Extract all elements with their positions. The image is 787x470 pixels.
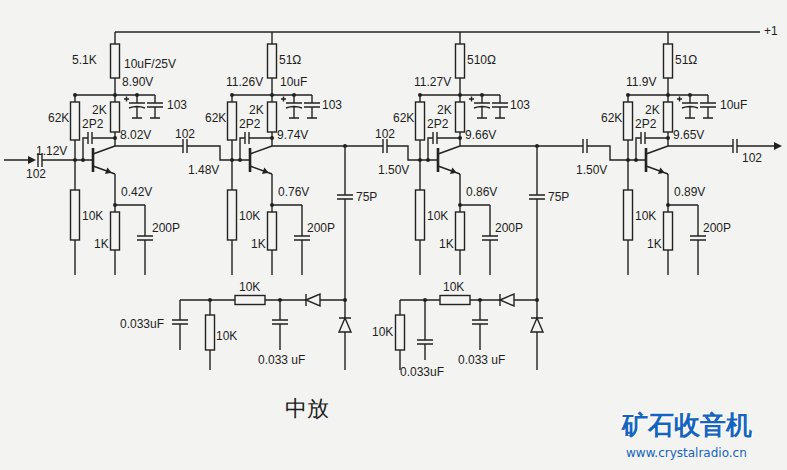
amplifier-stage (624, 32, 717, 275)
component-value: 10K (372, 326, 393, 338)
component-value: +1 (764, 25, 778, 37)
component-value: 0.86V (466, 186, 497, 198)
component-value: 2K (249, 104, 264, 116)
component-value: 200P (307, 222, 335, 234)
component-value: 1.48V (188, 164, 219, 176)
component-value: 1.50V (576, 164, 607, 176)
component-value: 1.12V (36, 145, 67, 157)
component-value: 62K (205, 112, 226, 124)
component-value: 10uF (720, 99, 747, 111)
component-value: 102 (375, 128, 395, 140)
component-value: 1K (647, 238, 662, 250)
component-value: 11.27V (414, 76, 451, 88)
component-value: 0.76V (278, 186, 309, 198)
component-value: 102 (742, 152, 762, 164)
component-value: 51Ω (675, 54, 697, 66)
component-value: 0.033 uF (258, 354, 305, 366)
component-value: 10K (239, 210, 260, 222)
component-value: 510Ω (467, 54, 496, 66)
component-value: 5.1K (72, 54, 97, 66)
component-value: 102 (175, 128, 195, 140)
component-value: 1K (94, 238, 109, 250)
component-value: 200P (152, 222, 180, 234)
caption: 中放 (285, 398, 329, 420)
component-value: 200P (495, 222, 523, 234)
amplifier-stage (228, 32, 321, 275)
watermark: 矿石收音机 (622, 408, 752, 443)
component-value: 10K (82, 210, 103, 222)
component-value: 75P (356, 191, 377, 203)
component-value: 62K (48, 112, 69, 124)
component-value: 2K (645, 104, 660, 116)
component-value: 0.033 uF (458, 354, 505, 366)
component-value: 1.50V (378, 164, 409, 176)
component-value: 9.65V (673, 129, 704, 141)
watermark-url: www.crystalradio.cn (626, 446, 747, 460)
component-value: 0.89V (674, 186, 705, 198)
component-value: 10K (427, 210, 448, 222)
component-value: 103 (167, 99, 187, 111)
component-value: 9.66V (465, 129, 496, 141)
component-value: 103 (510, 99, 530, 111)
wiring (4, 32, 782, 370)
component-value: 62K (601, 112, 622, 124)
component-value: 103 (322, 99, 342, 111)
component-value: 11.9V (626, 76, 656, 88)
component-value: 75P (548, 191, 569, 203)
component-value: 62K (393, 112, 414, 124)
component-value: 200P (703, 222, 731, 234)
component-value: 1K (439, 238, 454, 250)
diode-symbol (531, 300, 543, 370)
component-value: 2P2 (239, 118, 260, 130)
component-value: 9.74V (277, 129, 308, 141)
component-value: 11.26V (226, 76, 263, 88)
diode-symbol (339, 300, 351, 370)
component-value: 0.42V (121, 186, 152, 198)
component-value: 2P2 (82, 118, 103, 130)
component-value: 2K (92, 104, 107, 116)
component-value: 10K (443, 281, 464, 293)
component-value: 10K (239, 281, 260, 293)
component-value: 10uF/25V (124, 58, 176, 70)
component-value: 2P2 (635, 118, 656, 130)
component-value: 10K (216, 330, 237, 342)
component-value: 2K (437, 104, 452, 116)
component-value: 10uF (280, 76, 307, 88)
component-value: 0.033uF (400, 366, 444, 378)
component-value: 1K (251, 238, 266, 250)
component-value: 2P2 (427, 118, 448, 130)
component-value: 8.02V (120, 129, 151, 141)
component-value: 10K (635, 210, 656, 222)
component-value: 0.033uF (120, 318, 164, 330)
component-value: 51Ω (279, 54, 301, 66)
amplifier-stage (416, 32, 509, 275)
component-value: 102 (26, 168, 46, 180)
component-value: 8.90V (122, 76, 153, 88)
